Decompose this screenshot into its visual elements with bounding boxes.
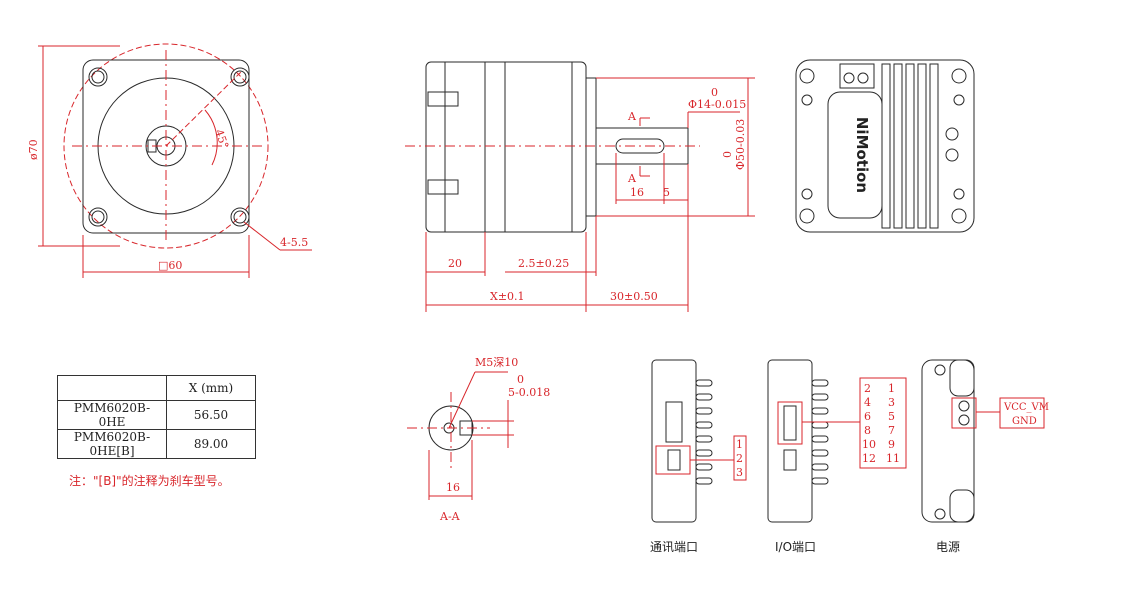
comm-pin-3: 3 <box>736 466 743 479</box>
section-title: A-A <box>439 510 461 523</box>
power-pin-gnd: GND <box>1012 416 1037 427</box>
table-header-row: X (mm) <box>57 375 256 401</box>
power-pin-vcc: VCC_VM <box>1003 402 1049 413</box>
table-cell-model: PMM6020B-0HE <box>57 400 167 430</box>
table-header-cell: X (mm) <box>166 375 256 401</box>
rear-screws <box>799 68 967 224</box>
io-pin-8: 8 <box>864 424 871 437</box>
io-pin-5: 5 <box>888 410 895 423</box>
model-table: X (mm) PMM6020B-0HE 56.50 PMM6020B-0HE[B… <box>57 375 256 459</box>
io-pin-11: 11 <box>886 452 900 465</box>
front-view: 45° ø70 □60 4-5.5 <box>27 43 312 278</box>
dim-x: X±0.1 <box>490 290 525 303</box>
comm-pin-1: 1 <box>736 438 743 451</box>
dim-16: 16 <box>446 481 460 494</box>
table-cell-x: 56.50 <box>166 400 256 430</box>
motor-body <box>425 61 587 233</box>
power-terminal <box>839 63 875 89</box>
power-port-view: VCC_VM GND 电源 <box>921 359 1049 554</box>
table-header-cell <box>57 375 167 401</box>
io-pin-1: 1 <box>888 382 895 395</box>
thread-label: M5深10 <box>475 356 518 369</box>
dim-key-off: 5 <box>663 186 670 199</box>
dim-diameter-text: ø70 <box>27 139 40 160</box>
io-pin-2: 2 <box>864 382 871 395</box>
shaft-key <box>615 138 665 154</box>
power-caption: 电源 <box>936 540 960 554</box>
logo: NiMotion <box>853 117 871 193</box>
io-pin-4: 4 <box>864 396 871 409</box>
dim-step: 2.5±0.25 <box>518 257 569 270</box>
io-pin-12: 12 <box>862 452 876 465</box>
dim-angle-text: 45° <box>212 128 231 151</box>
pcd-circle <box>63 43 269 249</box>
key-width: 5-0.018 <box>508 386 550 399</box>
rear-view: NiMotion <box>795 59 975 233</box>
io-pin-9: 9 <box>888 438 895 451</box>
table-cell-model: PMM6020B-0HE[B] <box>57 429 167 459</box>
io-port-view: 2 1 4 3 6 5 8 7 10 9 12 11 I/O端口 <box>767 359 907 554</box>
side-view: A A 0 Φ14-0.015 0 Φ50-0.03 16 5 20 2.5±0… <box>405 61 755 312</box>
io-caption: I/O端口 <box>775 540 816 554</box>
io-pin-6: 6 <box>864 410 871 423</box>
dim-shaft-text: Φ14-0.015 <box>688 98 746 111</box>
section-view: M5深10 0 5-0.018 16 A-A <box>407 356 550 523</box>
section-a-bottom: A <box>627 172 637 185</box>
io-pin-3: 3 <box>888 396 895 409</box>
section-a-top: A <box>627 110 637 123</box>
io-pin-10: 10 <box>862 438 876 451</box>
mount-holes <box>88 67 250 227</box>
dim-key-len: 16 <box>630 186 644 199</box>
key-tol: 0 <box>517 373 524 386</box>
table-row: PMM6020B-0HE[B] 89.00 <box>57 429 256 459</box>
table-row: PMM6020B-0HE 56.50 <box>57 400 256 430</box>
table-cell-x: 89.00 <box>166 429 256 459</box>
dim-20: 20 <box>448 257 462 270</box>
rear-plate <box>795 59 975 233</box>
comm-pin-2: 2 <box>736 452 743 465</box>
dim-square-text: □60 <box>158 259 182 272</box>
dim-flange-text: Φ50-0.03 <box>734 119 747 170</box>
comm-caption: 通讯端口 <box>650 540 698 554</box>
flange-boss <box>585 77 597 217</box>
dim-shaft-len: 30±0.50 <box>610 290 658 303</box>
dim-holes-text: 4-5.5 <box>280 236 308 249</box>
dim-shaft-tol: 0 <box>711 86 718 99</box>
dim-flange-tol: 0 <box>721 151 734 158</box>
brake-note: 注："[B]"的注释为刹车型号。 <box>69 474 230 488</box>
comm-port-view: 1 2 3 通讯端口 <box>650 359 747 554</box>
io-pin-7: 7 <box>888 424 895 437</box>
